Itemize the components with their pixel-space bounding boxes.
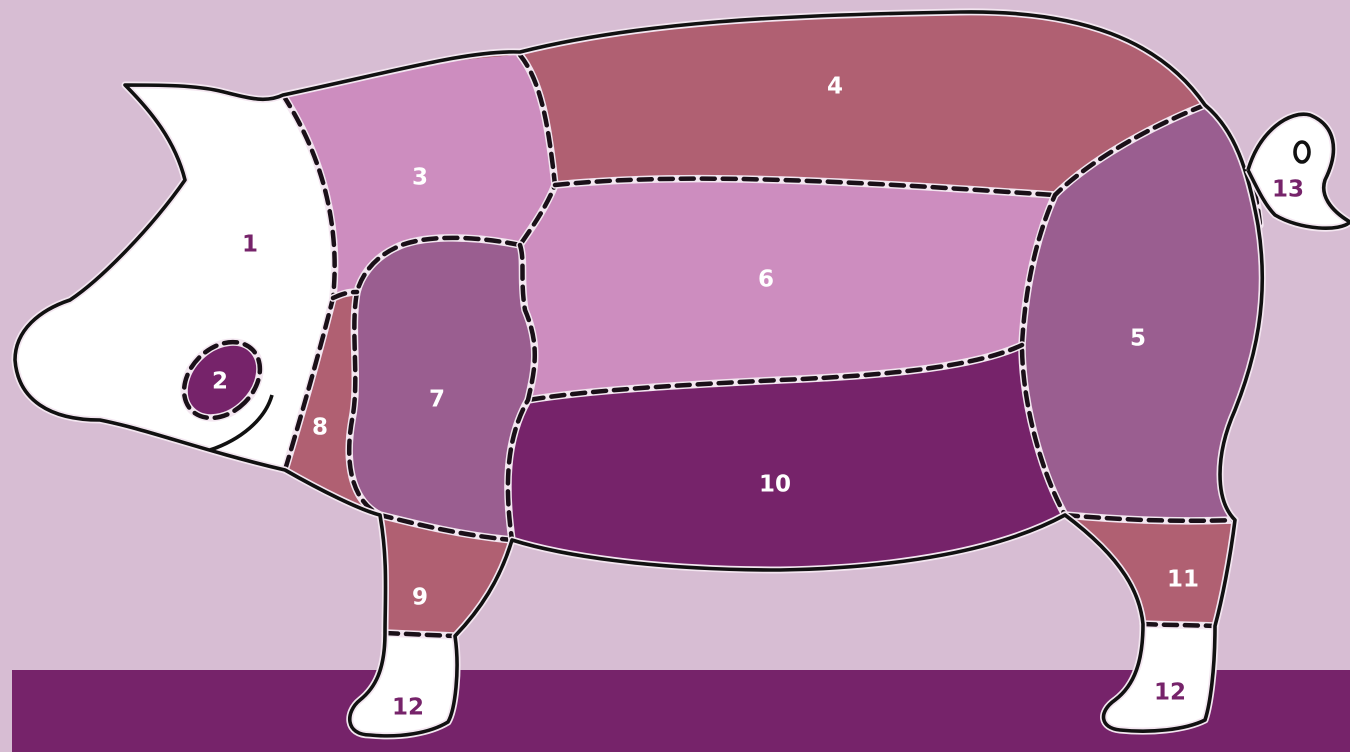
cut-line-loin (552, 176, 1058, 198)
cut-label-10: 10 (759, 472, 791, 498)
jaw-line (209, 394, 274, 452)
cut-region-6 (520, 178, 1055, 400)
cut-region-12-front (349, 633, 458, 736)
cut-label-2: 2 (212, 369, 228, 395)
cut-region-4 (283, 11, 1205, 195)
cut-label-6: 6 (758, 267, 774, 293)
cut-label-7: 7 (429, 387, 445, 413)
cut-region-8 (285, 292, 380, 515)
cut-region-5 (1022, 105, 1263, 521)
cut-region-12-rear (1103, 624, 1215, 732)
cut-line-arm (505, 242, 537, 543)
cut-line-rear-foot (1140, 621, 1218, 629)
cut-line-front-foot (382, 630, 458, 639)
cut-line-ham (1019, 102, 1208, 518)
tail-outline (1246, 112, 1350, 230)
cut-region-7 (349, 237, 535, 541)
cut-line-belly (525, 342, 1025, 403)
cut-line-shoulder (517, 52, 558, 248)
cut-label-11: 11 (1167, 567, 1199, 593)
cut-label-1: 1 (242, 232, 258, 258)
cut-label-4: 4 (827, 74, 843, 100)
cut-label-9: 9 (412, 585, 428, 611)
cut-label-12-rear: 12 (1154, 680, 1186, 706)
tail-hole (1293, 140, 1311, 164)
cut-label-3: 3 (412, 165, 428, 191)
cut-line-picnic (346, 235, 523, 543)
cut-region-2 (184, 342, 260, 418)
cut-label-8: 8 (312, 415, 328, 441)
cut-region-10 (507, 345, 1065, 570)
cut-line-jowl (330, 289, 360, 301)
cut-line-rear-shank (1062, 512, 1238, 524)
pig-outline (13, 10, 1265, 738)
cut-label-5: 5 (1130, 326, 1146, 352)
cut-label-13: 13 (1272, 177, 1304, 203)
cut-label-12-front: 12 (392, 695, 424, 721)
cut-region-11 (1065, 515, 1235, 626)
cut-line-cheek (181, 339, 263, 421)
